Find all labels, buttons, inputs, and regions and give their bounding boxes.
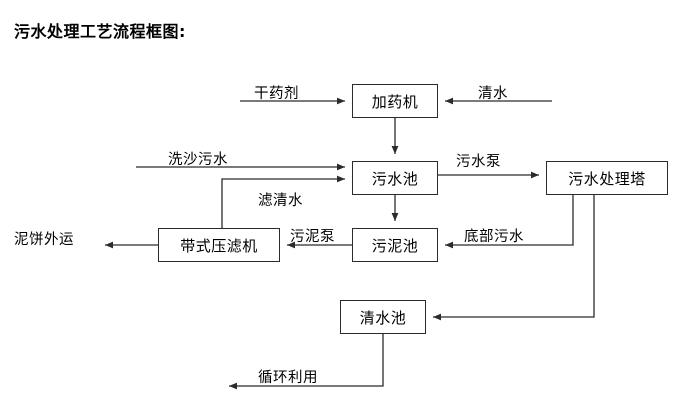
node-dosing-machine[interactable]: 加药机 xyxy=(352,84,438,118)
node-sludge-pool[interactable]: 污泥池 xyxy=(352,228,438,262)
edge-label-bottom-wastewater: 底部污水 xyxy=(464,229,524,245)
node-treatment-tower[interactable]: 污水处理塔 xyxy=(546,161,668,195)
edge-label-dry-chemical: 干药剂 xyxy=(254,86,299,102)
terminal-label-mud-cake-out: 泥饼外运 xyxy=(14,232,74,248)
edge-label-filtered-clear-water: 滤清水 xyxy=(258,193,303,209)
node-clean-water-pool-label: 清水池 xyxy=(359,308,407,327)
node-dosing-machine-label: 加药机 xyxy=(371,92,419,111)
edge-tower-to-clean-water-pool xyxy=(433,195,595,321)
edge-filtered-water-to-wastewater-pool xyxy=(221,175,345,228)
node-sludge-pool-label: 污泥池 xyxy=(371,236,419,255)
edge-tower-bottom-to-sludge-pool xyxy=(445,195,574,249)
node-belt-filter-press-label: 带式压滤机 xyxy=(180,236,258,255)
edge-label-wastewater-pump: 污水泵 xyxy=(456,154,501,170)
page-title: 污水处理工艺流程框图: xyxy=(14,22,186,41)
edge-clean-water-pool-recycle xyxy=(229,334,384,390)
node-wastewater-pool[interactable]: 污水池 xyxy=(352,161,438,195)
edge-label-sludge-pump: 污泥泵 xyxy=(290,229,335,245)
edge-label-recycle-reuse: 循环利用 xyxy=(258,370,318,386)
node-treatment-tower-label: 污水处理塔 xyxy=(568,169,646,188)
node-wastewater-pool-label: 污水池 xyxy=(371,169,419,188)
node-clean-water-pool[interactable]: 清水池 xyxy=(340,300,426,334)
edge-label-clean-water-in: 清水 xyxy=(478,86,508,102)
edge-label-sand-wash-wastewater: 洗沙污水 xyxy=(168,152,228,168)
node-belt-filter-press[interactable]: 带式压滤机 xyxy=(158,228,280,262)
